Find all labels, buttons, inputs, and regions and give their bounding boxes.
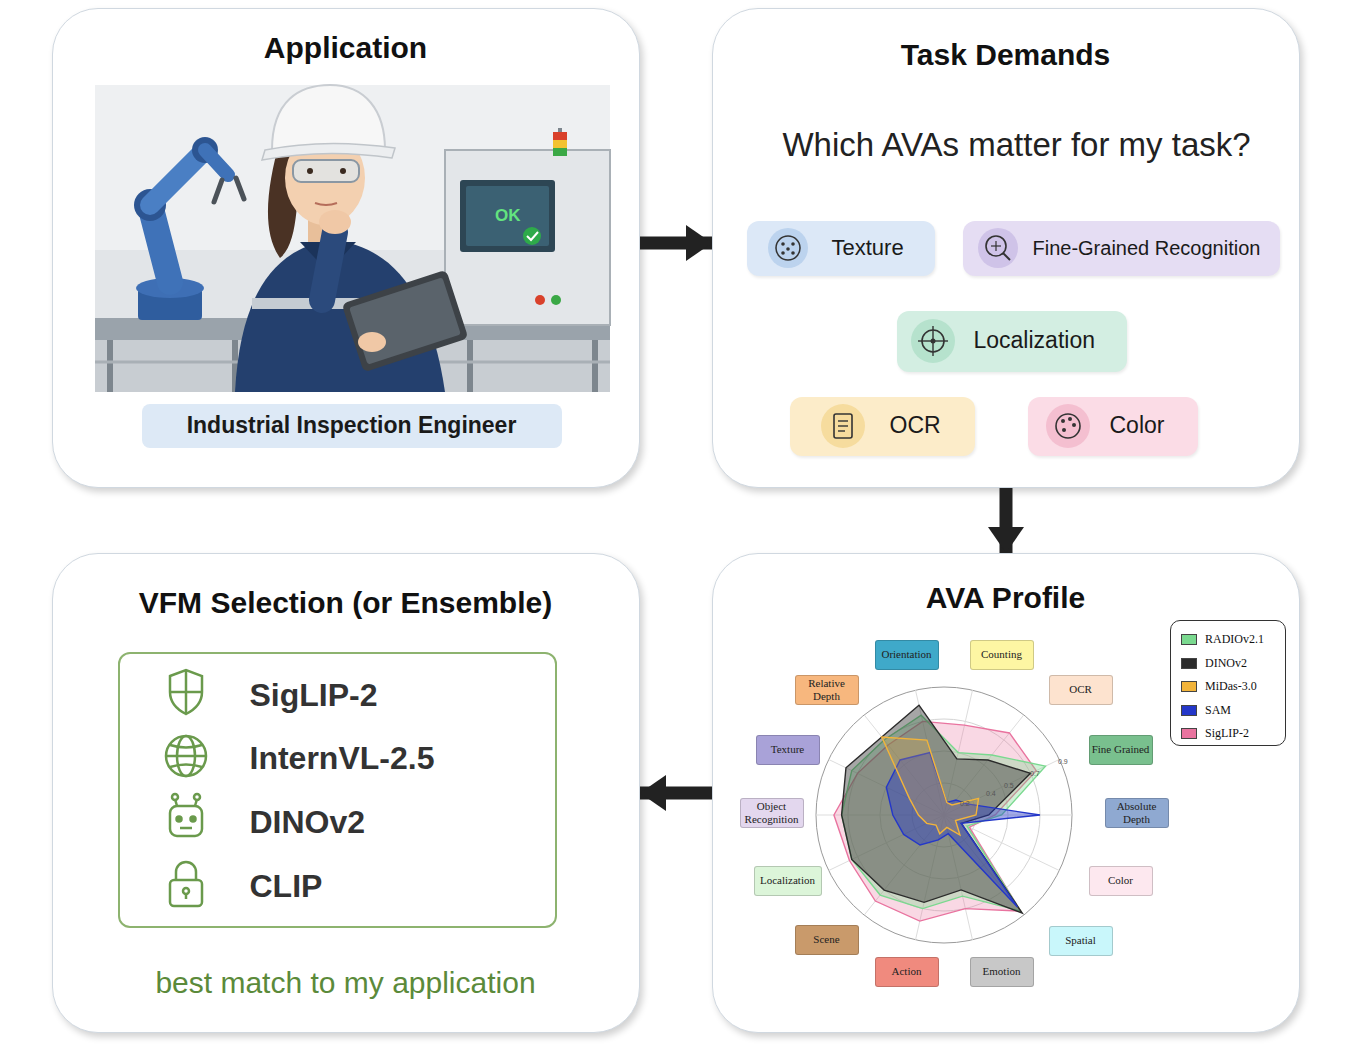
tick-label: 0.5 [1004,782,1014,790]
panel-title: VFM Selection (or Ensemble) [53,585,638,621]
axis-label-box: Action [875,957,939,987]
axis-label-box: Orientation [875,640,939,670]
task-demands-panel: Task DemandsWhich AVAs matter for my tas… [712,8,1300,488]
question-text: Which AVAs matter for my task? [724,125,1309,165]
legend-entry: SAM [1181,699,1285,723]
flow-arrow [640,787,712,800]
axis-label-box: Fine Grained [1089,735,1153,765]
legend-swatch [1181,658,1197,669]
application-panel: ApplicationIndustrial Inspection Enginee… [52,8,640,488]
chip-text: Localization [974,327,1095,355]
axis-label: Orientation [881,648,931,660]
tick-label: 0.9 [1058,758,1068,766]
axis-label: Object Recognition [741,800,803,824]
axis-label-box: Object Recognition [740,798,804,828]
legend-text: DINOv2 [1205,656,1247,671]
legend-swatch [1181,681,1197,692]
axis-label: Spatial [1065,934,1096,946]
legend-entry: DINOv2 [1181,652,1285,676]
axis-label-box: Absolute Depth [1105,798,1169,828]
chip-text: Texture [832,235,904,261]
axis-label-box: Emotion [970,957,1034,987]
model-name: InternVL-2.5 [250,739,435,777]
legend-text: SAM [1205,703,1231,718]
chip-text: Fine-Grained Recognition [1033,236,1261,260]
axis-label: Fine Grained [1092,743,1150,755]
legend-swatch [1181,728,1197,739]
task-demand-chip: Texture [747,221,935,276]
chip-text: Color [1110,412,1165,440]
axis-label-box: Spatial [1049,926,1113,956]
model-name: SigLIP-2 [250,676,378,714]
panel-title: AVA Profile [713,580,1298,616]
axis-label: Localization [760,874,815,886]
legend-swatch [1181,634,1197,645]
task-demand-chip: Localization [897,311,1127,372]
role-text: Industrial Inspection Engineer [187,412,517,440]
tick-label: 0.4 [986,790,996,798]
task-demand-chip: OCR [790,397,975,456]
footer-text: best match to my application [53,965,638,1001]
flow-arrow [1000,488,1013,553]
axis-label: Emotion [983,965,1021,977]
task-demand-chip: Color [1028,397,1198,456]
axis-label: Absolute Depth [1106,800,1168,824]
legend-text: RADIOv2.1 [1205,632,1264,647]
model-name: DINOv2 [250,803,366,841]
axis-label-box: Texture [756,735,820,765]
panel-title: Application [53,30,638,66]
axis-label: Relative Depth [796,677,858,701]
role-label: Industrial Inspection Engineer [142,404,562,448]
axis-label-box: OCR [1049,675,1113,705]
axis-label-box: Scene [795,925,859,955]
tick-label: 0.7 [1030,770,1040,778]
axis-label-box: Color [1089,866,1153,896]
model-name: CLIP [250,867,323,905]
axis-label: OCR [1069,683,1092,695]
axis-label: Scene [813,933,839,945]
axis-label: Color [1108,874,1133,886]
flow-arrow [640,237,712,250]
legend-swatch [1181,705,1197,716]
vfm-selection-panel: VFM Selection (or Ensemble) best match to… [52,553,640,1033]
axis-label: Action [892,965,922,977]
legend-text: SigLIP-2 [1205,726,1249,741]
legend-box: RADIOv2.1DINOv2MiDas-3.0SAM SigLIP-2 [1170,620,1286,746]
legend-entry: MiDas-3.0 [1181,675,1285,699]
legend-text: MiDas-3.0 [1205,679,1257,694]
axis-label-box: Localization [754,866,822,896]
axis-label: Counting [981,648,1022,660]
screen-text: OK [495,206,521,226]
panel-title: Task Demands [713,37,1298,73]
task-demand-chip: Fine-Grained Recognition [963,221,1280,276]
axis-label: Texture [771,743,804,755]
axis-label-box: Relative Depth [795,675,859,705]
axis-label-box: Counting [970,640,1034,670]
legend-entry: SigLIP-2 [1181,722,1285,746]
model-list-box: SigLIP-2InternVL-2.5DINOv2CLIP [118,652,557,928]
chip-text: OCR [890,412,941,440]
legend-entry: RADIOv2.1 [1181,628,1285,652]
tick-label: 0.2 [960,800,970,808]
